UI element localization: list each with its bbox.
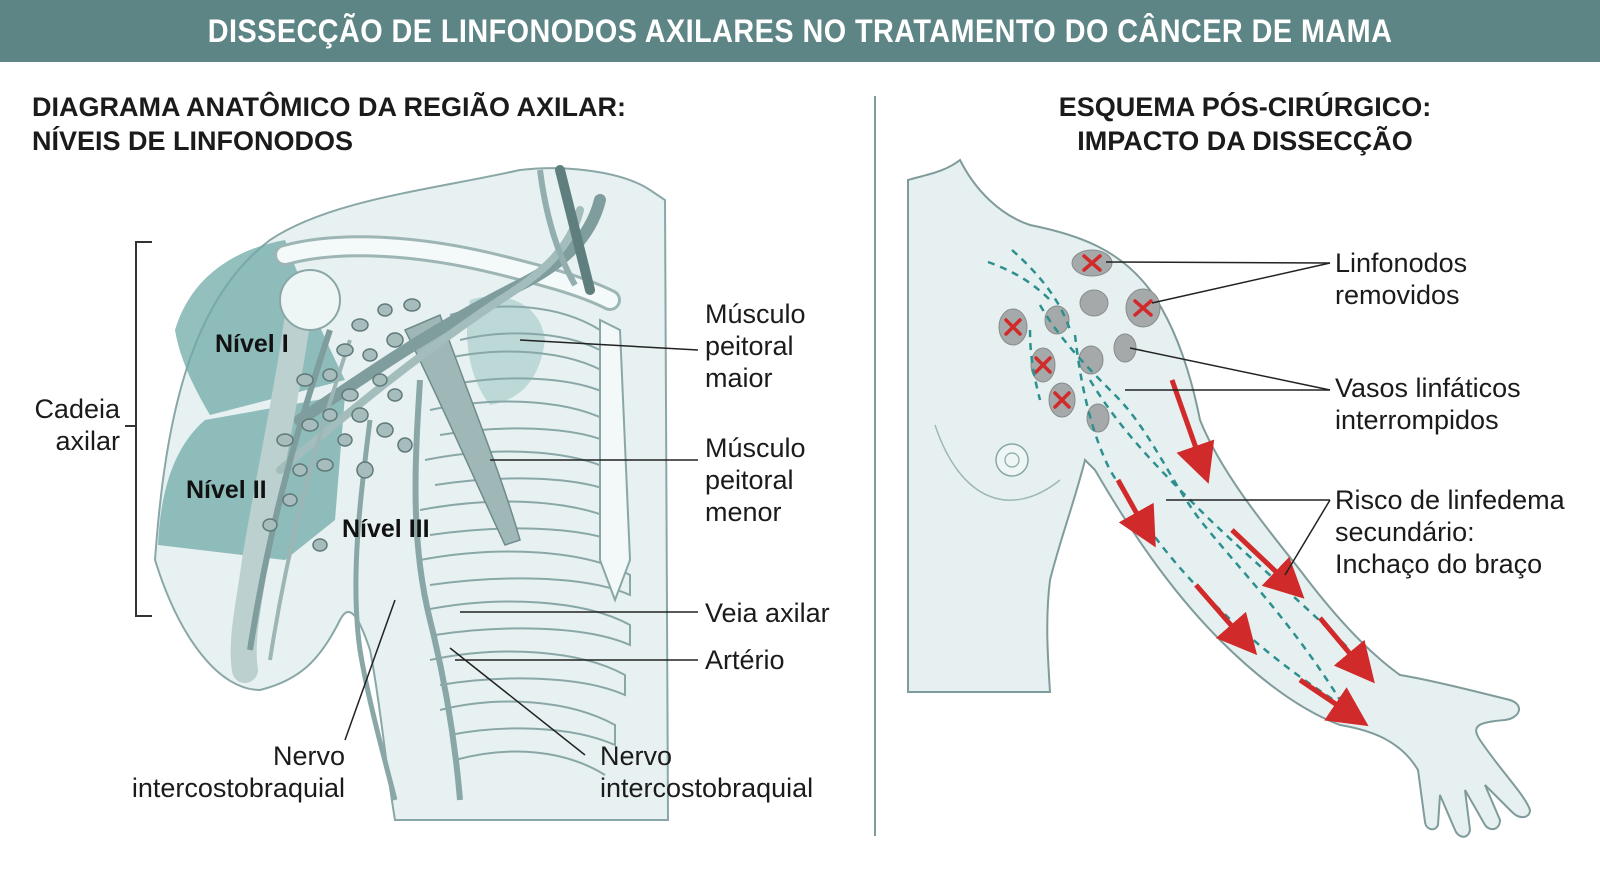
risk-line2: secundário: [1335,517,1475,547]
nerve-right-line2: intercostobraquial [600,773,814,803]
arm-vessels [247,329,333,651]
chest-contour [934,424,1061,501]
swelling-arrows [1115,379,1375,727]
nerve-left-line2: intercostobraquial [131,773,345,803]
pectoralis-major-line1: Músculo [705,299,806,329]
artery-label: Artério [705,645,785,675]
axillary-chain-bracket [135,241,152,617]
pectoralis-minor-line2: peitoral [705,465,794,495]
nerve-label-right: Nervo intercostobraquial [600,740,813,804]
level-ii-label: Nível II [186,476,267,504]
risk-line1: Risco de linfedema [1335,485,1565,515]
vessels-label: Vasos linfáticos interrompidos [1335,372,1521,436]
left-panel-title-line2: NÍVEIS DE LINFONODOS [32,126,354,156]
right-panel-title: ESQUEMA PÓS-CIRÚRGICO: IMPACTO DA DISSEC… [1010,90,1480,158]
right-figure-group [907,158,1532,838]
axillary-chain-label: Cadeia axilar [30,393,120,457]
pectoralis-minor-muscle [403,313,521,546]
page-title: DISSECÇÃO DE LINFONODOS AXILARES NO TRAT… [207,12,1393,49]
vessels-line2: interrompidos [1335,405,1499,435]
removed-nodes-line1: Linfonodos [1335,248,1468,278]
pectoralis-major-label: Músculo peitoral maior [705,298,806,394]
removed-nodes-label: Linfonodos removidos [1335,247,1467,311]
thoracic-vessel-2 [353,419,398,801]
teal-region-level-i [175,240,345,415]
left-leader-lines [344,339,699,756]
pectoralis-minor-line1: Músculo [705,433,806,463]
title-banner: DISSECÇÃO DE LINFONODOS AXILARES NO TRAT… [0,0,1600,62]
right-panel-title-line2: IMPACTO DA DISSECÇÃO [1077,126,1413,156]
lymph-nodes-left [262,298,421,552]
level-iii-label: Nível III [342,515,430,543]
risk-line3: Inchaço do braço [1335,549,1543,579]
axillary-chain-line2: axilar [55,426,120,456]
nerve-right-line1: Nervo [600,741,673,771]
pectoralis-major-line2: peitoral [705,331,794,361]
humerus [230,287,313,683]
removed-marks [1004,254,1153,409]
right-leader-lines [1105,261,1331,576]
nipple [995,443,1029,477]
left-panel-title: DIAGRAMA ANATÔMICO DA REGIÃO AXILAR: NÍV… [32,90,626,158]
left-panel-title-line1: DIAGRAMA ANATÔMICO DA REGIÃO AXILAR: [32,92,626,122]
nerve-left-line1: Nervo [272,741,345,771]
right-panel-title-line1: ESQUEMA PÓS-CIRÚRGICO: [1058,92,1432,122]
axillary-vein-label: Veia axilar [705,598,830,628]
left-anatomy-group [125,165,699,821]
axillary-chain-line1: Cadeia [34,394,120,424]
nerve-label-left: Nervo intercostobraquial [120,740,345,804]
pectoralis-minor-label: Músculo peitoral menor [705,432,806,528]
pectoralis-major-line3: maior [705,363,773,393]
panel-divider [874,96,876,836]
level-i-label: Nível I [215,330,289,358]
removed-nodes-line2: removidos [1335,280,1460,310]
vessels-line1: Vasos linfáticos [1335,373,1521,403]
pectoralis-minor-line3: menor [705,497,782,527]
interrupted-vessels [987,249,1351,712]
lymphedema-risk-label: Risco de linfedema secundário: Inchaço d… [1335,484,1565,580]
thoracic-vessel-1 [412,379,463,801]
